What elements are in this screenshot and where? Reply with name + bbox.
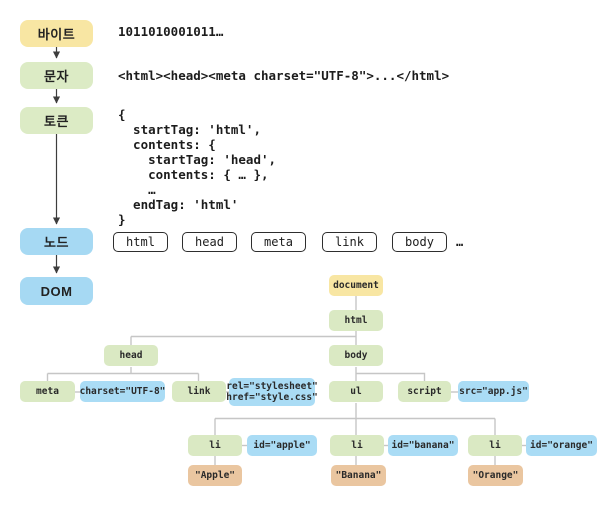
node-chip-head: head: [182, 232, 237, 252]
characters-value: <html><head><meta charset="UTF-8">...</h…: [118, 68, 450, 83]
dom-node-li-3: li: [468, 435, 522, 456]
dom-node-li-2: li: [330, 435, 384, 456]
dom-text-apple: "Apple": [188, 465, 242, 486]
dom-node-html: html: [329, 310, 383, 331]
stage-characters: 문자: [20, 62, 93, 89]
dom-node-meta: meta: [20, 381, 75, 402]
dom-attr-charset: charset="UTF-8": [80, 381, 165, 402]
dom-node-li-1: li: [188, 435, 242, 456]
dom-attr-src: src="app.js": [458, 381, 529, 402]
node-chip-html: html: [113, 232, 168, 252]
dom-attr-id-apple: id="apple": [247, 435, 317, 456]
stage-bytes: 바이트: [20, 20, 93, 47]
node-chip-meta: meta: [251, 232, 306, 252]
dom-node-body: body: [329, 345, 383, 366]
stage-tokens: 토큰: [20, 107, 93, 134]
dom-node-link: link: [172, 381, 226, 402]
bytes-value: 1011010001011…: [118, 24, 224, 39]
stage-nodes: 노드: [20, 228, 93, 255]
dom-node-script: script: [398, 381, 451, 402]
dom-attr-rel-href: rel="stylesheet" href="style.css": [226, 378, 318, 406]
dom-node-document: document: [329, 275, 383, 296]
dom-node-head: head: [104, 345, 158, 366]
node-chip-body: body: [392, 232, 447, 252]
dom-attr-id-banana: id="banana": [388, 435, 458, 456]
tree-connectors: [46, 296, 526, 465]
stage-dom: DOM: [20, 277, 93, 305]
dom-text-banana: "Banana": [331, 465, 386, 486]
token-code: { startTag: 'html', contents: { startTag…: [118, 107, 277, 227]
node-chip-link: link: [322, 232, 377, 252]
node-chips-ellipsis: …: [456, 235, 464, 249]
dom-text-orange: "Orange": [468, 465, 523, 486]
dom-node-ul: ul: [329, 381, 383, 402]
dom-attr-id-orange: id="orange": [526, 435, 597, 456]
